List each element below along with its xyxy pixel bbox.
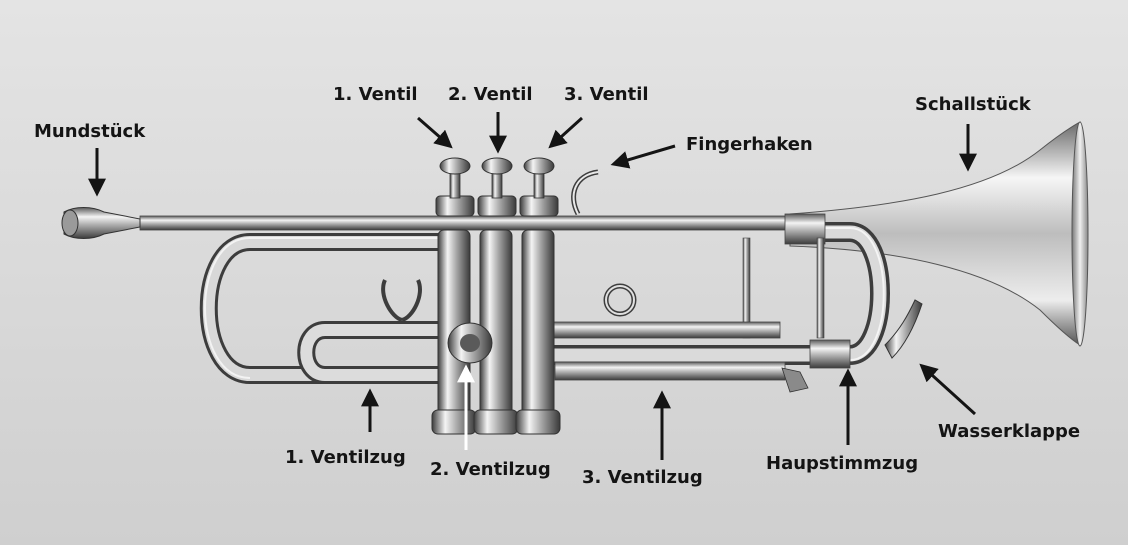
main-loop xyxy=(199,233,440,384)
water-key xyxy=(884,299,923,359)
label-haupstimmzug: Haupstimmzug xyxy=(766,453,919,474)
arrow-wasserklappe xyxy=(919,363,977,416)
valve-pistons xyxy=(435,157,559,217)
mouthpiece xyxy=(61,207,141,239)
label-schallstueck: Schallstück xyxy=(915,94,1031,115)
bell xyxy=(789,121,1089,347)
label-ventil-2: 2. Ventil xyxy=(448,84,533,105)
label-ventilzug-1: 1. Ventilzug xyxy=(285,447,406,468)
label-fingerhaken: Fingerhaken xyxy=(686,134,813,155)
label-ventilzug-3: 3. Ventilzug xyxy=(582,467,703,488)
arrow-ventil-3 xyxy=(548,116,584,149)
valve-casings xyxy=(431,229,561,435)
label-ventilzug-2: 2. Ventilzug xyxy=(430,459,551,480)
main-tuning-slide xyxy=(540,213,890,369)
leadpipe xyxy=(139,215,801,231)
label-ventil-1: 1. Ventil xyxy=(333,84,418,105)
finger-hook xyxy=(571,169,599,216)
third-valve-slide xyxy=(539,283,809,393)
first-valve-slide xyxy=(297,279,440,384)
label-wasserklappe: Wasserklappe xyxy=(938,421,1081,442)
label-ventil-3: 3. Ventil xyxy=(564,84,649,105)
label-mundstueck: Mundstück xyxy=(34,121,146,142)
arrow-ventil-1 xyxy=(417,116,453,149)
label-arrows xyxy=(88,112,977,460)
arrow-fingerhaken xyxy=(610,144,676,169)
